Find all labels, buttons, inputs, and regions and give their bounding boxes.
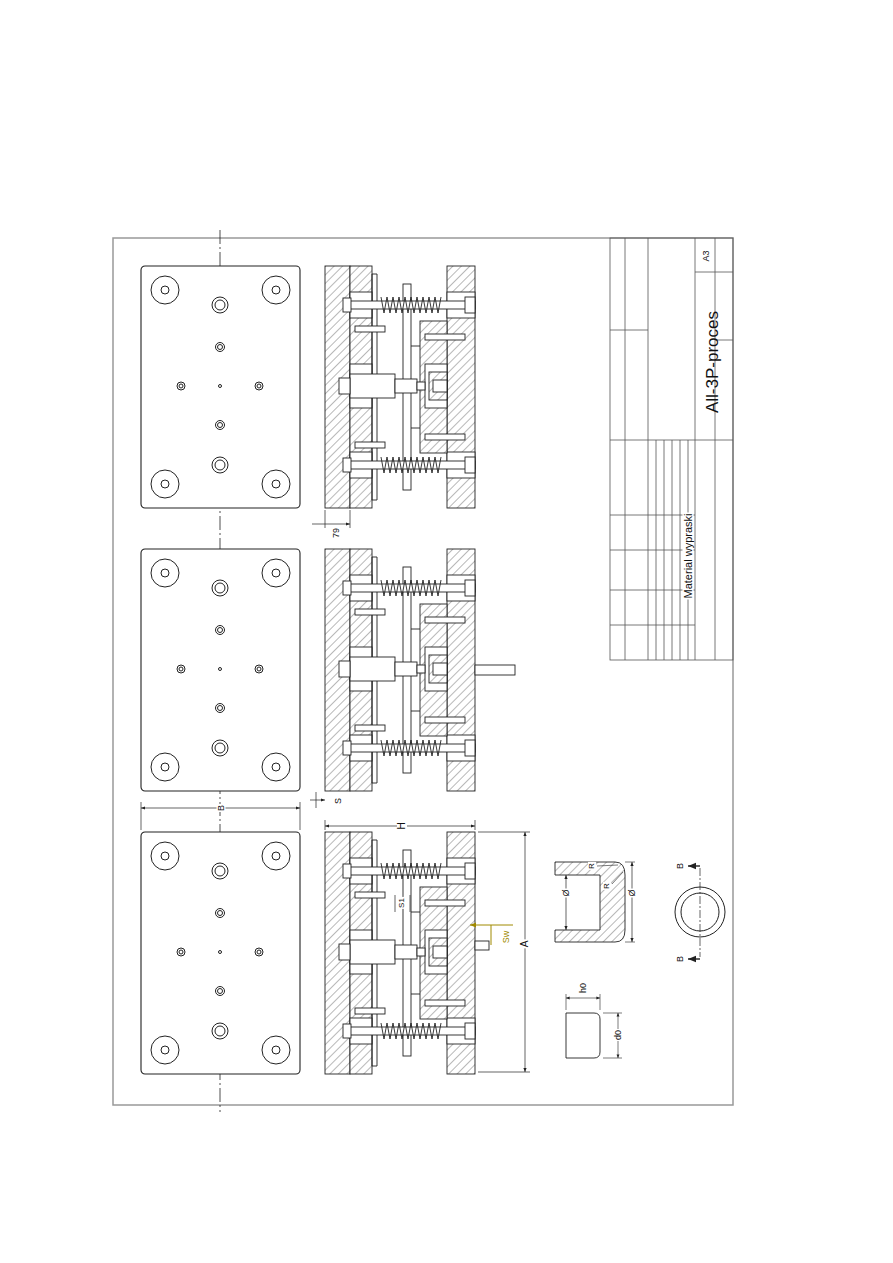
radius-label: R <box>603 882 611 890</box>
radius-label: R <box>588 862 596 870</box>
dimension-label: 79 <box>332 527 341 539</box>
dimension-label: S <box>334 797 343 805</box>
drawing-title: All-3P-proces <box>704 310 721 414</box>
dimension-label: S1 <box>398 897 406 909</box>
diameter-label: Ø <box>562 888 571 897</box>
dimension-label: H <box>397 821 407 830</box>
dimension-label: A <box>520 940 530 949</box>
section-marker: B <box>676 862 685 870</box>
material-field: Material wypraski <box>683 513 694 600</box>
sheet-size: A3 <box>702 249 711 262</box>
diameter-label: Ø <box>628 888 637 897</box>
section-marker: B <box>676 955 685 963</box>
dimension-label: B <box>217 804 226 812</box>
stroke-label: Sw <box>502 930 511 945</box>
dimension-label: h0 <box>579 982 588 994</box>
dimension-label: d0 <box>614 1029 623 1041</box>
